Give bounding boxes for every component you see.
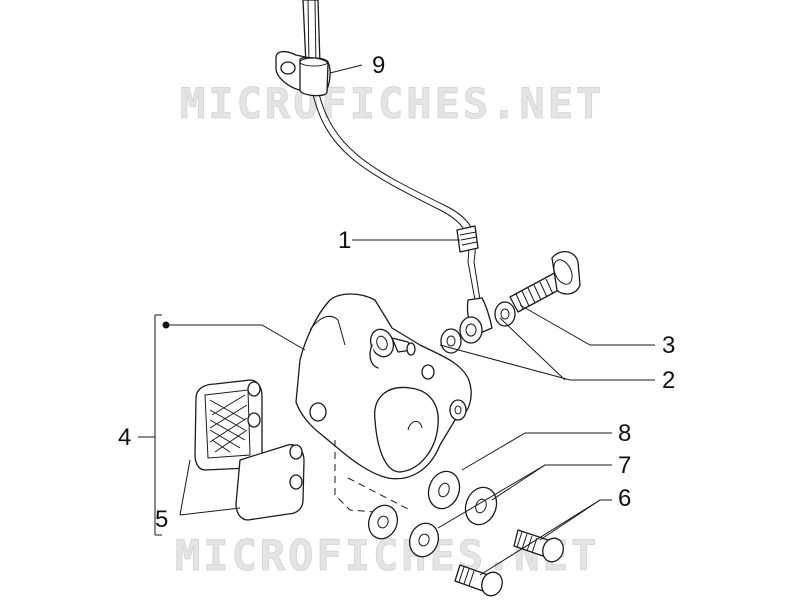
caliper-washers[interactable] <box>364 467 502 561</box>
callout-1: 1 <box>338 227 351 254</box>
callout-3: 3 <box>662 332 675 359</box>
callout-6: 6 <box>618 485 631 512</box>
brake-caliper[interactable] <box>295 293 472 513</box>
callout-9: 9 <box>372 52 385 79</box>
watermark-top: MICROFICHES.NET <box>180 79 604 128</box>
callout-7: 7 <box>618 452 631 479</box>
reference-dot <box>162 321 170 329</box>
callout-4: 4 <box>118 424 131 451</box>
callout-8: 8 <box>618 420 631 447</box>
brake-pads[interactable] <box>194 379 305 521</box>
callout-2: 2 <box>662 367 675 394</box>
brake-hose[interactable] <box>302 0 493 344</box>
banjo-bolt[interactable] <box>509 251 581 313</box>
leader-lines <box>138 64 655 576</box>
callout-5: 5 <box>155 506 168 533</box>
hose-clip[interactable] <box>275 50 331 97</box>
